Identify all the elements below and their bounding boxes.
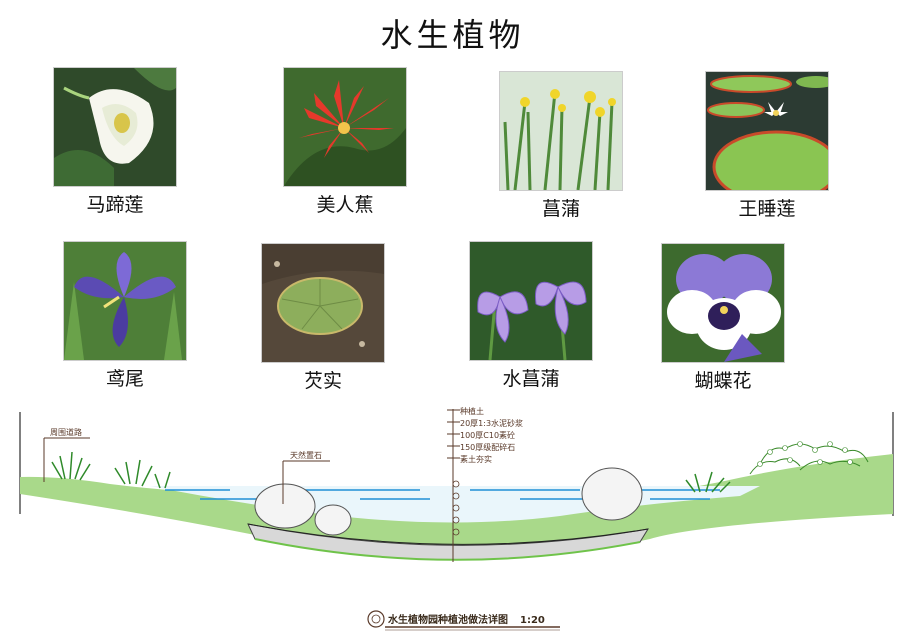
pansy-photo xyxy=(662,244,784,362)
detail-marker-icon xyxy=(367,610,385,628)
boulder-left xyxy=(254,483,316,529)
boulder-right xyxy=(581,467,643,521)
plant-card-victoria: 王睡莲 xyxy=(702,72,832,221)
japanese-iris-photo xyxy=(470,242,592,360)
layer-label: 100厚C10素砼 xyxy=(460,430,515,440)
grass-bank xyxy=(20,454,893,558)
plant-card-calamus: 菖蒲 xyxy=(496,72,626,221)
plant-label: 美人蕉 xyxy=(316,194,374,216)
plant-card-iris: 鸢尾 xyxy=(60,242,190,391)
calamus-photo xyxy=(500,72,622,190)
calla-lily-photo xyxy=(54,68,176,186)
layer-label: 20厚1:3水泥砂浆 xyxy=(460,418,523,428)
road-label: 周围道路 xyxy=(50,427,82,437)
plant-card-pansy: 蝴蝶花 xyxy=(658,244,788,393)
euryale-photo xyxy=(262,244,384,362)
plant-card-canna: 美人蕉 xyxy=(280,68,410,217)
page-title: 水生植物 xyxy=(380,16,525,54)
plant-label: 王睡莲 xyxy=(738,198,796,220)
plant-label: 马蹄莲 xyxy=(86,194,144,216)
giant-water-lily-photo xyxy=(706,72,828,190)
shrubs-right xyxy=(749,441,869,475)
plant-label: 芡实 xyxy=(303,370,342,392)
plant-card-euryale: 芡实 xyxy=(258,244,388,393)
planting-pool-section-diagram: 种植土 20厚1:3水泥砂浆 100厚C10素砼 150厚级配碎石 素土夯实 周… xyxy=(19,406,894,631)
reeds-left xyxy=(51,451,171,489)
boulder-small xyxy=(314,504,352,536)
plant-label: 鸢尾 xyxy=(105,368,144,390)
section-scale: 1:20 xyxy=(520,615,545,626)
section-caption: 水生植物园种植池做法详图 xyxy=(387,613,508,626)
plant-label: 水菖蒲 xyxy=(502,368,560,390)
canna-photo xyxy=(284,68,406,186)
iris-photo xyxy=(64,242,186,360)
layer-label: 素土夯实 xyxy=(460,454,492,464)
plant-card-calla: 马蹄莲 xyxy=(50,68,180,217)
rock-label: 天然置石 xyxy=(290,450,322,460)
plant-card-japanese-iris: 水菖蒲 xyxy=(466,242,596,391)
plant-label: 蝴蝶花 xyxy=(694,370,752,392)
layer-label: 150厚级配碎石 xyxy=(460,442,515,452)
plant-label: 菖蒲 xyxy=(541,198,580,220)
reeds-right xyxy=(685,471,731,493)
layer-label: 种植土 xyxy=(460,406,484,416)
